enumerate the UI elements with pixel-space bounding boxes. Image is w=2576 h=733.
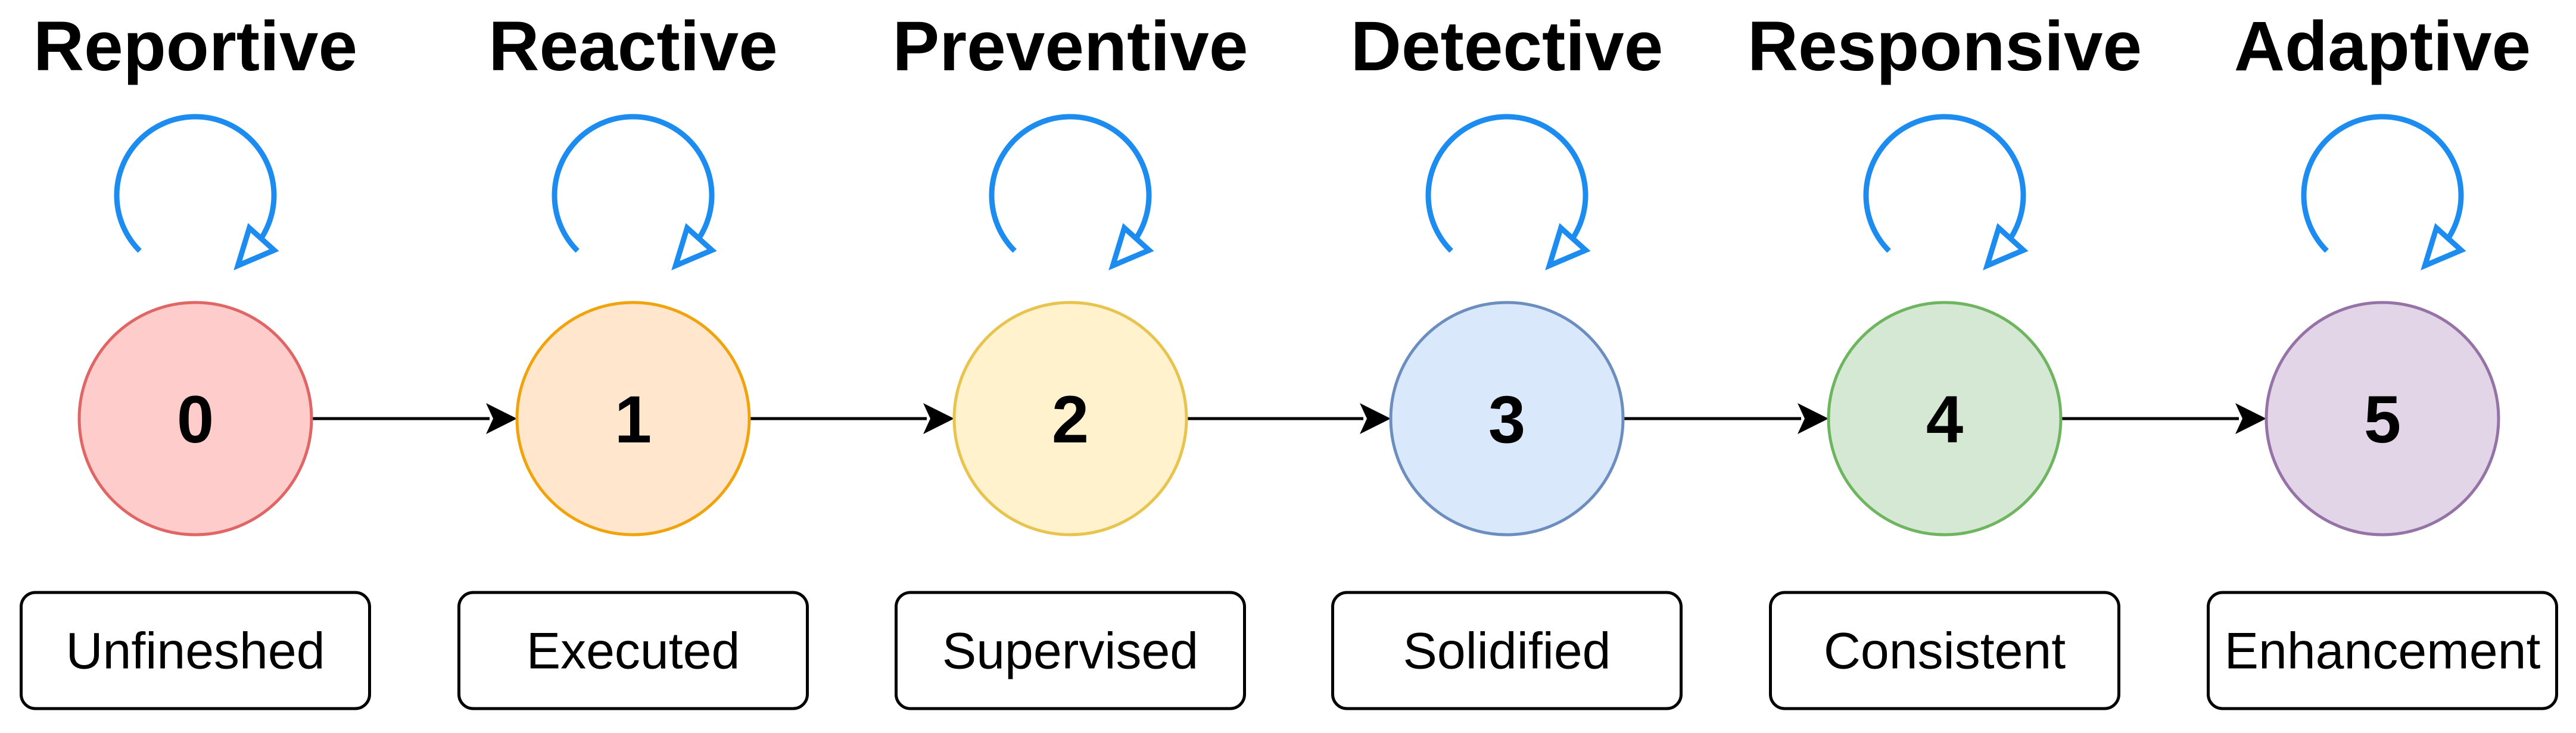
loop-arrowhead: [2421, 223, 2466, 270]
stage-title: Reactive: [488, 7, 777, 86]
loop-arc: [2301, 114, 2464, 253]
connector-arrowhead: [2235, 403, 2266, 434]
stage-title: Responsive: [1748, 7, 2142, 86]
stage-number: 3: [1488, 382, 1525, 457]
loop-arrowhead: [1108, 223, 1154, 270]
status-label-box: [1769, 591, 2120, 710]
status-label-box: [2207, 591, 2558, 710]
status-label-box: [895, 591, 1246, 710]
status-label: Executed: [527, 623, 740, 680]
loop-arc: [1863, 114, 2026, 253]
loop-arrowhead: [233, 223, 279, 270]
connector-arrow: [2061, 403, 2266, 434]
loop-arrowhead: [671, 223, 717, 270]
status-label: Unfineshed: [66, 623, 325, 680]
loop-arrow-icon: [1425, 114, 1591, 270]
stage-node-circle: [1389, 301, 1625, 537]
stage-number: 5: [2364, 382, 2401, 457]
stage-number: 4: [1926, 382, 1963, 457]
status-label: Enhancement: [2225, 623, 2541, 680]
loop-arc: [1425, 114, 1588, 253]
status-label: Supervised: [942, 623, 1198, 680]
stage-node-circle: [1827, 301, 2063, 537]
loop-arrow-icon: [2301, 114, 2466, 270]
loop-arrowhead: [1545, 223, 1591, 270]
connector-arrow: [749, 403, 954, 434]
status-label-box: [20, 591, 371, 710]
status-label: Consistent: [1824, 623, 2066, 680]
connector-arrowhead: [486, 403, 517, 434]
connector-arrowhead: [923, 403, 954, 434]
connector-arrowhead: [1798, 403, 1829, 434]
status-label: Solidified: [1403, 623, 1611, 680]
status-label-box: [457, 591, 809, 710]
connector-arrow: [1186, 403, 1391, 434]
connectors-layer: [312, 403, 2266, 434]
loop-arc: [989, 114, 1152, 253]
stage-title: Preventive: [893, 7, 1248, 86]
loop-arrow-icon: [989, 114, 1154, 270]
stage-title: Reportive: [33, 7, 357, 86]
stage-node-circle: [515, 301, 751, 537]
status-label-box: [1331, 591, 1683, 710]
loop-arrowhead: [1983, 223, 2029, 270]
stage-number: 1: [615, 382, 652, 457]
loop-arrow-icon: [552, 114, 717, 270]
connector-arrow: [1623, 403, 1829, 434]
stage-node-circle: [2264, 301, 2500, 537]
loop-arc: [114, 114, 277, 253]
connector-arrowhead: [1360, 403, 1391, 434]
stage-title: Adaptive: [2234, 7, 2531, 86]
stage-number: 0: [177, 382, 214, 457]
connector-arrow: [312, 403, 517, 434]
loop-arrow-icon: [114, 114, 279, 270]
stage-node-circle: [77, 301, 313, 537]
stage-node-circle: [952, 301, 1188, 537]
stage-title: Detective: [1351, 7, 1664, 86]
loop-arrow-icon: [1863, 114, 2029, 270]
loop-arc: [552, 114, 715, 253]
stage-number: 2: [1052, 382, 1089, 457]
